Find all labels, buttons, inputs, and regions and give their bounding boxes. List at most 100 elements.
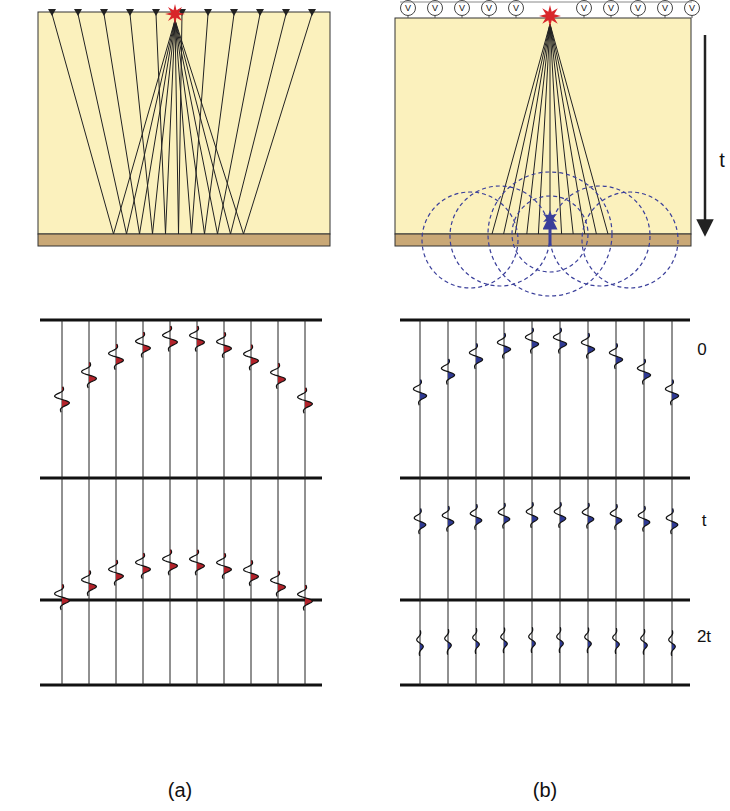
- voltmeter-symbol: [631, 1, 646, 16]
- voltmeter-symbol: [401, 1, 416, 16]
- time-axis-label: t: [719, 150, 725, 170]
- receiver-label: V: [405, 4, 411, 13]
- wavelet: [529, 627, 536, 653]
- wavelet: [665, 380, 678, 406]
- receiver-symbol: [48, 9, 56, 16]
- receiver-label: V: [486, 4, 492, 13]
- receiver-symbol: [282, 9, 290, 16]
- wavefront-circle: [450, 186, 550, 286]
- wavelet: [414, 509, 426, 535]
- ray-path: [538, 24, 550, 234]
- time-line: [40, 477, 322, 480]
- ray-path: [550, 24, 585, 234]
- wavelet: [582, 503, 594, 529]
- receiver-symbol: [74, 9, 82, 16]
- wavelet: [190, 326, 205, 352]
- receiver-symbol: [256, 9, 264, 16]
- receiver-symbol: [230, 9, 238, 16]
- receiver-symbol: [308, 9, 316, 16]
- wavelet: [557, 627, 564, 653]
- panel-label: (a): [168, 780, 192, 800]
- ray-path: [492, 24, 550, 234]
- voltmeter-symbol: [482, 1, 497, 16]
- receiver-cable: [400, 2, 692, 3]
- ray-path: [550, 24, 573, 234]
- receiver-label: V: [459, 4, 465, 13]
- wavefront-circle: [582, 192, 678, 288]
- wavelet: [271, 571, 286, 597]
- wavelet: [473, 628, 480, 654]
- ray-path: [550, 24, 562, 234]
- seismic-trace: [672, 320, 673, 685]
- receiver-symbol: [100, 9, 108, 16]
- voltmeter-symbol: [658, 1, 673, 16]
- ray-path: [175, 14, 260, 234]
- wavelet: [553, 328, 566, 354]
- wavelet: [244, 560, 259, 586]
- seismic-trace: [197, 320, 198, 685]
- seismic-trace: [143, 320, 144, 685]
- wavelet: [525, 328, 538, 354]
- time-line: [400, 477, 690, 480]
- seismic-trace: [251, 320, 252, 685]
- voltmeter-symbol: [509, 1, 524, 16]
- wavelet: [109, 560, 124, 586]
- voltmeter-symbol: [685, 1, 700, 16]
- ray-path: [550, 24, 551, 234]
- wavelet: [298, 585, 313, 611]
- wavelet: [55, 584, 70, 610]
- seismic-trace: [420, 320, 421, 685]
- wavelet: [271, 363, 286, 389]
- ray-path: [175, 14, 286, 234]
- panel-label: (b): [533, 780, 557, 800]
- time-line: [400, 599, 690, 602]
- time-line: [40, 319, 322, 322]
- wavelet: [641, 629, 648, 655]
- seismic-trace: [170, 320, 171, 685]
- voltmeter-symbol: [577, 1, 592, 16]
- wavelet: [82, 362, 97, 388]
- wavelet: [413, 380, 426, 406]
- seismic-trace: [278, 320, 279, 685]
- wavelet: [136, 553, 151, 579]
- wavelet: [470, 504, 482, 530]
- wavelet: [217, 332, 232, 358]
- wavelet: [136, 332, 151, 358]
- seismic-trace: [305, 320, 306, 685]
- wavelet: [469, 343, 482, 369]
- voltmeter-symbol: [428, 1, 443, 16]
- wavelet: [637, 359, 650, 385]
- wavelet: [55, 387, 70, 413]
- ray-path: [550, 24, 596, 234]
- wavelet: [613, 628, 620, 654]
- receiver-label: V: [432, 4, 438, 13]
- seismic-trace: [62, 320, 63, 685]
- receiver-label: V: [513, 4, 519, 13]
- seismic-trace: [224, 320, 225, 685]
- wavelet: [163, 550, 178, 576]
- receiver-label: V: [581, 4, 587, 13]
- wavelet: [417, 630, 424, 656]
- wavefront-circle: [488, 172, 612, 296]
- wavelet: [163, 326, 178, 352]
- wavelet: [82, 570, 97, 596]
- time-label: 2t: [697, 628, 711, 645]
- receiver-label: V: [635, 4, 641, 13]
- wavelet: [585, 628, 592, 654]
- source-star: [539, 5, 561, 27]
- time-line: [40, 684, 322, 687]
- time-line: [400, 319, 690, 322]
- receiver-label: V: [689, 4, 695, 13]
- wavelet: [554, 502, 566, 528]
- wavelet: [666, 509, 678, 535]
- ray-path: [527, 24, 550, 234]
- receiver-symbol: [204, 9, 212, 16]
- receiver-label: V: [662, 4, 668, 13]
- ground-layer: [38, 12, 330, 234]
- wavelet: [109, 344, 124, 370]
- wavelet: [498, 503, 510, 529]
- ray-path: [175, 14, 312, 234]
- source-star: [165, 4, 185, 24]
- ray-path: [504, 24, 550, 234]
